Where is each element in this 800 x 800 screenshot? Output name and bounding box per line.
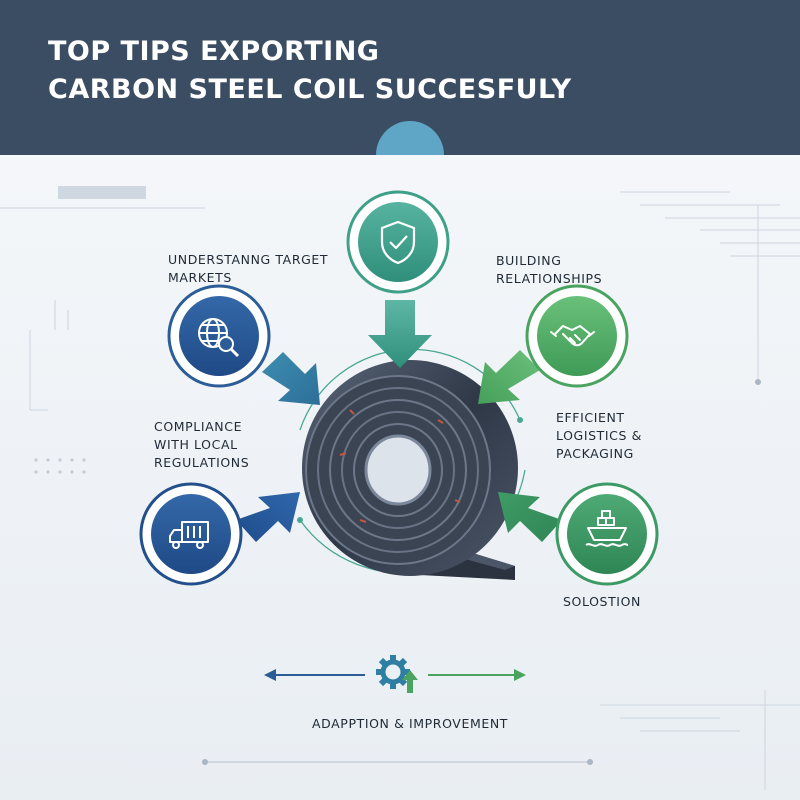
cargo-ship-icon (585, 510, 629, 547)
arrow-relationships-to-coil (478, 350, 540, 404)
tip-label-compliance-line-3: REGULATIONS (154, 455, 250, 470)
footer-label: ADAPPTION & IMPROVEMENT (312, 716, 509, 731)
arrow-markets-to-coil (262, 352, 320, 405)
footer-bidirectional-arrows (264, 669, 526, 681)
orbit-dot (517, 417, 523, 423)
tip-label-relationships-line-1: BUILDING (496, 253, 562, 268)
shield-check-icon (380, 220, 416, 265)
steel-coil-illustration (302, 360, 518, 580)
tip-label-compliance-line-2: WITH LOCAL (154, 437, 238, 452)
tip-label-relationships: BUILDING RELATIONSHIPS (496, 252, 602, 288)
decor-dot (587, 759, 593, 765)
tip-label-logistics-line-2: LOGISTICS & (556, 428, 642, 443)
gear-arrow-icon (376, 655, 418, 693)
decor-dot (202, 759, 208, 765)
tip-label-relationships-line-2: RELATIONSHIPS (496, 271, 603, 286)
tip-label-logistics-line-3: PACKAGING (556, 446, 634, 461)
handshake-icon (550, 325, 595, 347)
tip-label-logistics: EFFICIENT LOGISTICS & PACKAGING (556, 409, 642, 463)
page-title-line-1: TOP TIPS EXPORTING (48, 36, 380, 67)
orbit-dot (297, 517, 303, 523)
page-title-line-2: CARBON STEEL COIL SUCCESFULY (48, 74, 572, 105)
tip-label-compliance: COMPLIANCE WITH LOCAL REGULATIONS (154, 418, 249, 472)
tip-circle-compliance[interactable] (139, 482, 243, 586)
delivery-truck-icon (169, 521, 209, 549)
tip-label-markets-line-1: UNDERSTANNG TARGET (168, 252, 329, 267)
tip-circle-top[interactable] (346, 190, 450, 294)
header-accent-semicircle (376, 121, 444, 155)
tip-label-logistics-line-1: EFFICIENT (556, 410, 625, 425)
background-decoration (0, 186, 800, 790)
tip-circle-relationships[interactable] (525, 284, 629, 388)
arrow-compliance-to-coil (236, 492, 300, 542)
arrow-top-down (368, 300, 432, 368)
tip-label-compliance-line-1: COMPLIANCE (154, 419, 243, 434)
decor-dot (755, 379, 761, 385)
tip-label-markets: UNDERSTANNG TARGET MARKETS (168, 251, 328, 287)
tip-circle-logistics[interactable] (555, 482, 659, 586)
tip-label-markets-line-2: MARKETS (168, 270, 232, 285)
dot-grid-decoration (34, 458, 86, 474)
tip-circle-markets[interactable] (167, 284, 271, 388)
globe-magnifier-icon (198, 318, 240, 358)
tip-label-solution: SOLOSTION (563, 593, 641, 611)
arrow-logistics-to-coil (498, 492, 562, 542)
tip-label-solution-line-1: SOLOSTION (563, 594, 641, 609)
